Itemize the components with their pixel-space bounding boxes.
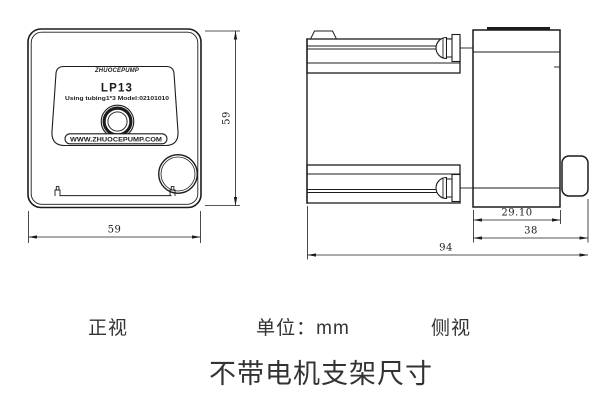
model-name-text: LP13 — [101, 83, 133, 95]
front-view-dimensions: 59 59 — [28, 30, 240, 243]
head-with-fitting-dimension: 38 — [524, 226, 538, 237]
pump-head-outline — [472, 29, 561, 208]
drawing-caption: 不带电机支架尺寸 — [209, 359, 433, 389]
pump-head — [472, 27, 589, 208]
center-port-rings — [100, 104, 135, 139]
motor-body — [306, 30, 474, 204]
bottom-screw — [435, 173, 474, 203]
nameplate-outline — [51, 65, 179, 147]
nameplate: ZHUOCEPUMP LP13 Using tubing1*3 Model:02… — [51, 65, 179, 147]
pump-head-top-lip — [487, 27, 550, 30]
footer-labels: 正视 单位：mm 侧视 不带电机支架尺寸 — [88, 317, 471, 389]
website-banner — [64, 133, 168, 145]
tubing-spec-text: Using tubing1*3 Model:02101010 — [65, 96, 169, 102]
side-view — [306, 27, 589, 208]
front-view: ZHUOCEPUMP LP13 Using tubing1*3 Model:02… — [27, 28, 202, 209]
pump-front-inner-outline — [30, 31, 199, 205]
top-screw — [435, 33, 474, 63]
right-clip — [169, 186, 176, 197]
side-view-dimensions: 29.10 38 94 — [307, 199, 589, 260]
website-text: WWW.ZHUOCEPUMP.COM — [70, 137, 162, 143]
unit-label: 单位：mm — [256, 317, 350, 339]
side-view-label: 侧视 — [431, 317, 471, 339]
front-width-dimension: 59 — [108, 225, 122, 236]
total-length-dimension: 94 — [439, 243, 453, 254]
bottom-slot — [54, 186, 176, 197]
front-view-label: 正视 — [88, 317, 128, 339]
left-clip — [54, 186, 61, 197]
motor-top-boss — [309, 30, 338, 40]
tube-fitting-knob — [561, 155, 589, 197]
head-width-dimension: 29.10 — [501, 208, 532, 219]
pump-front-outer-outline — [27, 28, 202, 209]
front-height-dimension: 59 — [222, 111, 233, 125]
corner-port-circle — [157, 153, 198, 194]
brand-logo-text: ZHUOCEPUMP — [94, 67, 140, 74]
